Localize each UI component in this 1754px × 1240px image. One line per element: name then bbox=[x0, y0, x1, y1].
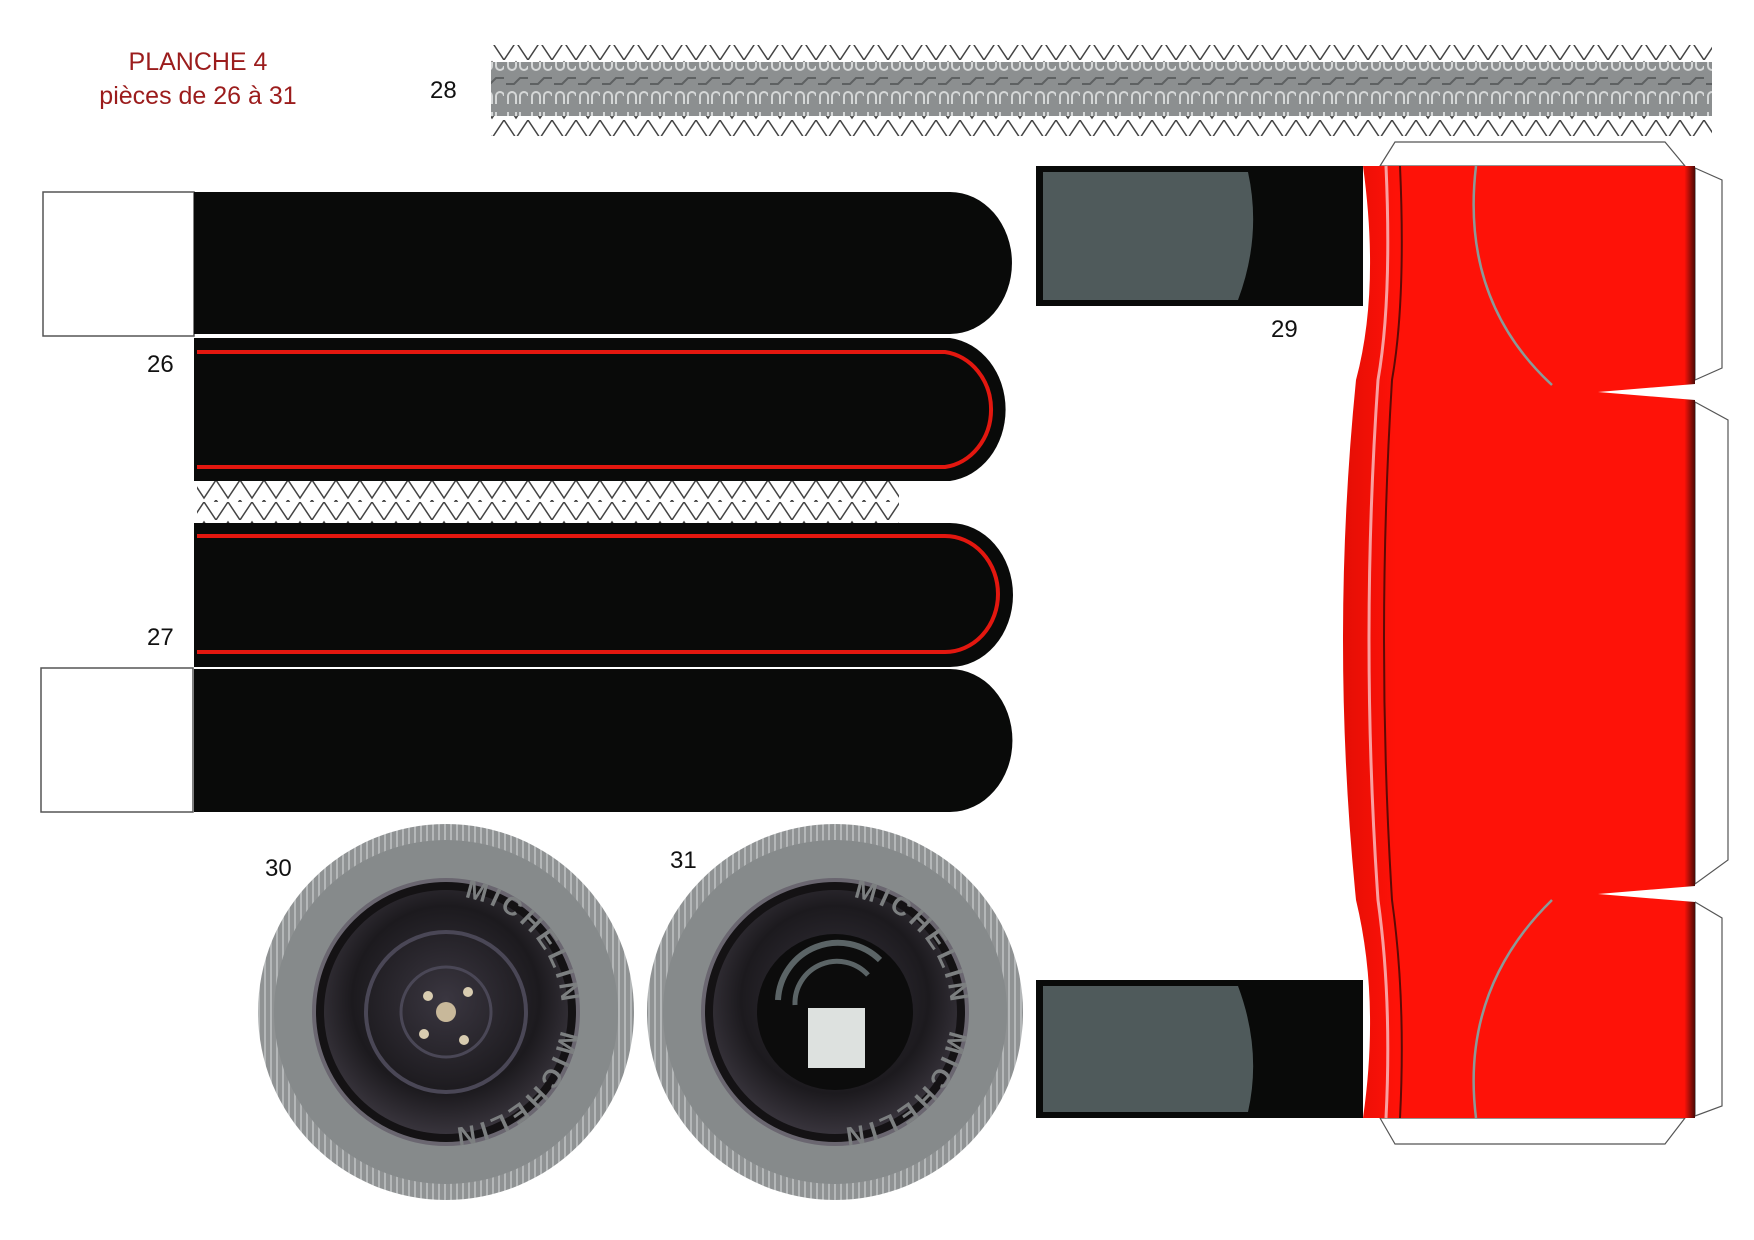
piece-26-label: 26 bbox=[147, 351, 174, 378]
piece-30-label: 30 bbox=[265, 855, 292, 882]
piece-29-windows bbox=[1036, 166, 1363, 1118]
black-panel-striped bbox=[194, 523, 1013, 667]
piece-27-label: 27 bbox=[147, 624, 174, 651]
piece-28-label: 28 bbox=[430, 77, 457, 104]
piece-31-label: 31 bbox=[670, 847, 697, 874]
piece-28-tread-strip bbox=[491, 45, 1712, 136]
sheet-subtitle: pièces de 26 à 31 bbox=[99, 82, 296, 110]
piece-30-wheel: MICHELIN MICHELIN bbox=[258, 824, 634, 1200]
red-body-panel bbox=[1343, 141, 1729, 1145]
black-panel bbox=[194, 669, 1013, 812]
glue-tab bbox=[40, 667, 194, 813]
glue-tab bbox=[42, 191, 195, 337]
black-panel bbox=[194, 192, 1012, 334]
piece-31-wheel: MICHELIN MICHELIN bbox=[647, 824, 1023, 1200]
black-panel-striped bbox=[194, 338, 1006, 481]
piece-29-label: 29 bbox=[1271, 316, 1298, 343]
sheet-title: PLANCHE 4 bbox=[129, 48, 268, 76]
piece-26-27-panels bbox=[40, 191, 1013, 813]
square-hole bbox=[808, 1008, 865, 1068]
